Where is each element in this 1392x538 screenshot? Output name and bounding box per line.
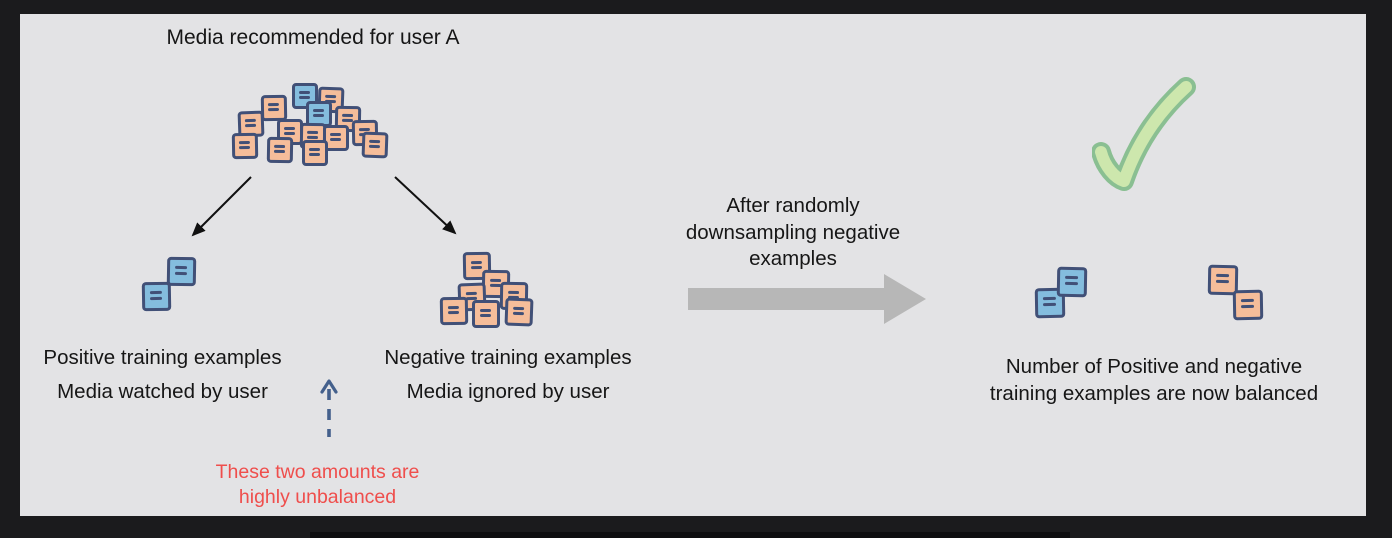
downsampling-caption-line3: examples [749,247,837,270]
negative-examples-cluster [435,249,539,333]
positive-examples-cluster [138,254,202,318]
media-box-icon [361,131,389,159]
downsampling-caption: After randomly downsampling negative exa… [648,193,938,273]
media-box-icon [1232,289,1264,321]
balanced-result-note: Number of Positive and negative training… [970,354,1338,407]
positive-examples-sublabel: Media watched by user [57,380,268,403]
recommended-media-cluster [230,80,394,172]
window-bottom-edge [310,532,1070,538]
balanced-negative-cluster [1206,264,1268,326]
negative-examples-sublabel: Media ignored by user [406,380,610,403]
balanced-result-line1: Number of Positive and negative [1005,355,1303,378]
dashed-arrow-up-icon [320,379,338,437]
diagram-panel: Media recommended for user A Positive tr… [20,14,1366,516]
downsampling-caption-line1: After randomly [726,194,860,217]
balanced-result-line2: training examples are now balanced [989,381,1319,405]
check-icon [1092,77,1196,191]
media-box-icon [260,94,288,122]
unbalanced-warning-line1: These two amounts are [215,461,420,483]
media-box-icon [504,297,534,327]
arrow-down-left-icon [191,176,252,237]
media-box-icon [1056,266,1088,298]
unbalanced-warning-note: These two amounts are highly unbalanced [185,460,450,510]
media-box-icon [292,83,318,109]
unbalanced-warning-line2: highly unbalanced [238,486,397,508]
downsampling-caption-line2: downsampling negative [685,220,901,244]
positive-examples-label: Positive training examples [43,346,282,369]
arrow-right-icon [688,274,926,324]
media-box-icon [231,132,259,160]
diagram-title: Media recommended for user A [166,26,460,49]
media-box-icon [141,281,172,312]
media-box-icon [302,140,328,166]
media-box-icon [439,296,469,326]
arrow-down-right-icon [394,176,457,235]
media-box-icon [472,300,500,328]
media-box-icon [266,136,294,164]
balanced-positive-cluster [1032,262,1094,324]
media-box-icon [166,256,197,287]
negative-examples-label: Negative training examples [384,346,632,369]
